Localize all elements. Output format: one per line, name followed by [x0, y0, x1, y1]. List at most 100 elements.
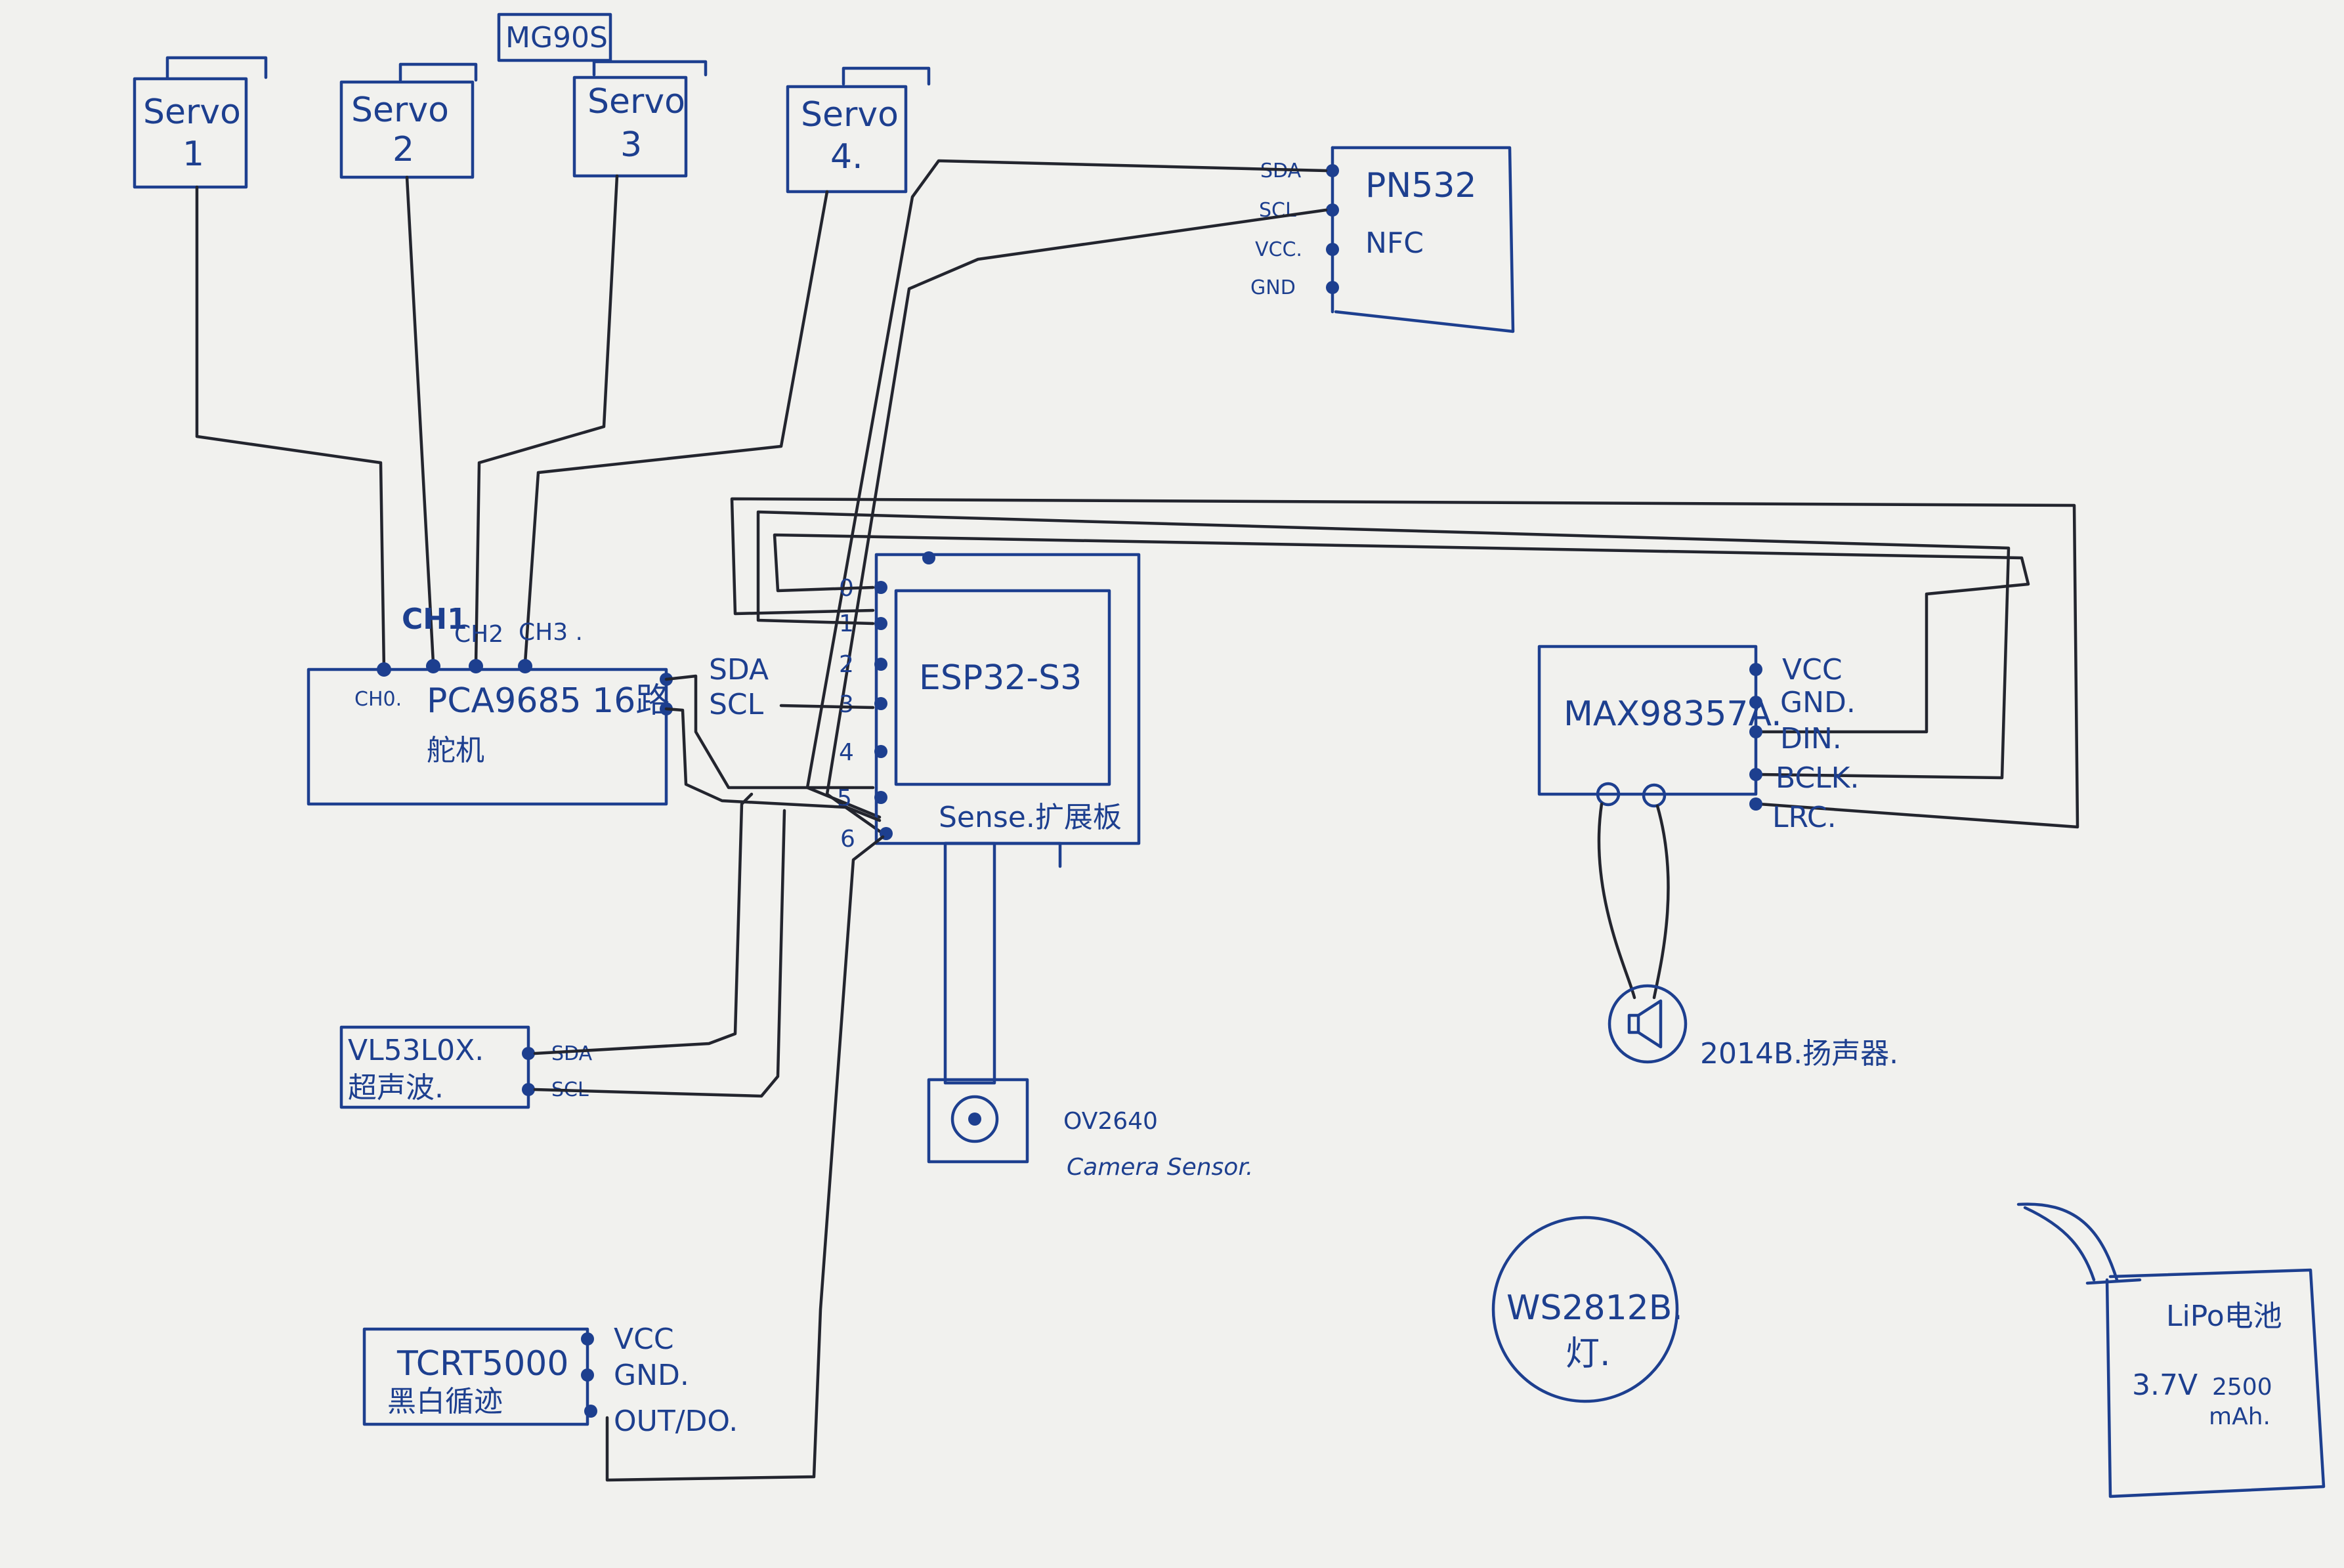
servo-1-box — [133, 77, 248, 189]
wire-servo4-ch3 — [523, 190, 829, 665]
pca-ch3-label: CH3 . — [519, 619, 583, 646]
tcrt-vcc-pin — [581, 1332, 594, 1346]
servo-3: Servo 3 — [572, 60, 708, 178]
vl53l0x-subtitle: 超声波. — [348, 1071, 444, 1105]
max-vcc-label: VCC — [1782, 653, 1843, 687]
esp-pin-4 — [874, 745, 887, 758]
servo-4-tab — [842, 66, 931, 86]
pca9685-box — [307, 667, 668, 806]
max-din-label: DIN. — [1780, 722, 1842, 755]
max-bclk-pin — [1749, 768, 1762, 781]
esp32-inner-box — [894, 589, 1111, 786]
tcrt-vcc-label: VCC — [614, 1323, 674, 1356]
max-lrc-label: LRC. — [1772, 801, 1837, 834]
max-vcc-pin — [1749, 663, 1762, 676]
wire-servo1-ch0 — [195, 185, 386, 671]
servo-1-tab — [165, 56, 268, 79]
vl53l0x-module: VL53L0X. 超声波. SDA SCL — [339, 1025, 593, 1109]
camera-label: Camera Sensor. — [1067, 1154, 1253, 1181]
pn532-subtitle: NFC — [1365, 226, 1424, 260]
camera-module-box — [927, 1078, 1029, 1164]
servo-4-box — [786, 85, 908, 194]
lipo-title: LiPo电池 — [2166, 1300, 2282, 1333]
esp-pin-5-label: 5 — [837, 785, 852, 812]
pca-scl-label: SCL — [709, 688, 764, 721]
pn532-vcc-label: VCC. — [1255, 238, 1302, 261]
esp-pin-3-label: 3 — [839, 691, 854, 718]
servo-3-tab — [592, 60, 708, 77]
pn532-scl-pin — [1326, 203, 1339, 217]
max-speaker-terminal-2 — [1642, 783, 1667, 808]
tcrt-gnd-pin — [581, 1368, 594, 1382]
wire-tcrt-out-esp6 — [605, 835, 885, 1482]
esp-pin-4-label: 4 — [839, 739, 854, 766]
esp-pin-2 — [874, 658, 887, 671]
pca-ch0-pin — [377, 662, 391, 677]
vl53l0x-box — [339, 1025, 530, 1109]
pn532-title: PN532 — [1365, 166, 1477, 205]
esp-pin-0 — [874, 581, 887, 594]
servo-4-name: Servo — [801, 95, 899, 135]
speaker-2014b: 2014B.扬声器. — [1608, 984, 1898, 1070]
mg90s-label-box — [497, 12, 612, 62]
wire-esp-max-din — [773, 533, 2030, 734]
pca9685-title: PCA9685 16路 — [427, 681, 670, 721]
pn532-sda-pin — [1326, 164, 1339, 177]
max98357a-box — [1537, 645, 1758, 796]
servo-2-name: Servo — [351, 91, 449, 130]
speaker-icon-cone — [1636, 999, 1663, 1049]
ws2812b-title: WS2812B. — [1506, 1288, 1683, 1328]
pca-ch2-label: CH2 — [454, 621, 503, 648]
servo-1-name: Servo — [143, 93, 241, 132]
lipo-lead-2 — [2023, 1206, 2096, 1282]
pca-ch3-pin — [518, 659, 532, 673]
tcrt5000-title: TCRT5000 — [396, 1344, 568, 1384]
lipo-capacity: 2500 — [2212, 1374, 2272, 1401]
tcrt-gnd-label: GND. — [614, 1359, 689, 1392]
ws2812b-led: WS2812B. 灯. — [1491, 1216, 1683, 1403]
pn532-vcc-pin — [1326, 243, 1339, 256]
camera-lens-outer — [950, 1095, 999, 1143]
max98357a-title: MAX98357A. — [1564, 694, 1782, 734]
servo-2-tab — [398, 62, 478, 82]
pca-ch0-label: CH0. — [354, 688, 402, 711]
vl53-sda-pin — [522, 1047, 535, 1060]
tcrt-out-pin — [584, 1405, 597, 1418]
pn532-gnd-label: GND — [1250, 276, 1296, 299]
max-bclk-label: BCLK. — [1776, 761, 1860, 795]
servo-3-box — [572, 75, 688, 178]
servo-4-number: 4. — [830, 137, 863, 177]
esp-pin-3 — [874, 697, 887, 710]
pca-ch1-label: CH1 — [402, 603, 467, 636]
lipo-connector — [2085, 1278, 2142, 1285]
lipo-outline — [2105, 1268, 2326, 1498]
mg90s-label: MG90S — [505, 21, 608, 54]
esp-pin-2-label: 2 — [839, 651, 854, 678]
pca9685-board: CH0. CH1 CH2 CH3 . PCA9685 16路 舵机 SDA SC… — [307, 603, 769, 806]
speaker-label: 2014B.扬声器. — [1700, 1037, 1898, 1070]
max-gnd-pin — [1749, 696, 1762, 709]
wire-servo2-ch1 — [405, 175, 435, 665]
wire-esp-max-bclk — [756, 510, 2011, 780]
camera-lens-inner — [968, 1112, 981, 1126]
vl53-sda-label: SDA — [551, 1042, 593, 1065]
max-speaker-terminal-1 — [1596, 782, 1621, 807]
lipo-unit: mAh. — [2209, 1403, 2270, 1430]
servo-3-number: 3 — [620, 125, 642, 165]
pca-sda-label: SDA — [709, 653, 769, 687]
tcrt-out-label: OUT/DO. — [614, 1405, 738, 1438]
pca9685-subtitle: 舵机 — [427, 734, 484, 767]
esp-pin-1 — [874, 617, 887, 630]
lipo-voltage: 3.7V — [2132, 1368, 2198, 1402]
wire-esp-to-pin3 — [779, 704, 875, 710]
esp32-title: ESP32-S3 — [919, 658, 1082, 698]
tcrt5000-module: TCRT5000 黑白循迹 VCC GND. OUT/DO. — [362, 1323, 738, 1438]
lipo-lead-1 — [2016, 1202, 2119, 1282]
pn532-outline — [1331, 146, 1515, 333]
esp32-antenna-dot — [922, 551, 935, 564]
lipo-battery: LiPo电池 3.7V 2500 mAh. — [2016, 1202, 2326, 1498]
vl53l0x-title: VL53L0X. — [348, 1034, 484, 1067]
max-lrc-pin — [1749, 797, 1762, 811]
